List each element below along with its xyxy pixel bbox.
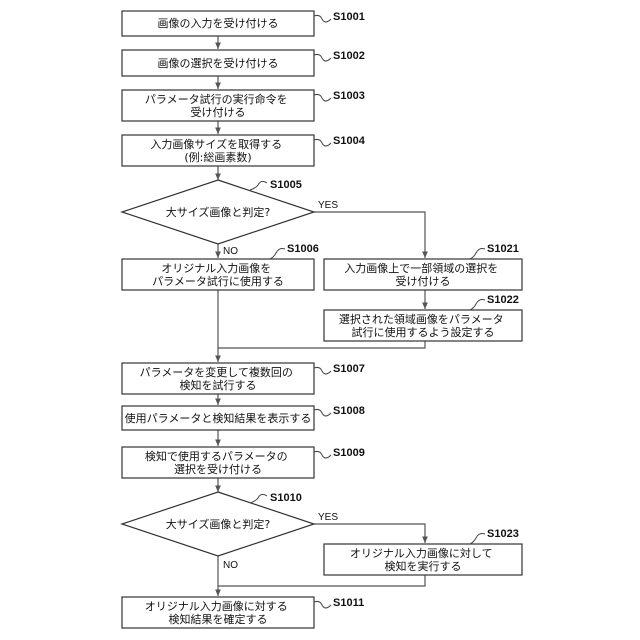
- node-text-s1022: 選択された領域画像をパラメータ 試行に使用するよう設定する: [339, 312, 507, 339]
- node-line: 画像の選択を受け付ける: [158, 56, 279, 70]
- node-line: 選択された領域画像をパラメータ: [339, 312, 504, 326]
- node-line: 大サイズ画像と判定?: [166, 205, 271, 219]
- branch-label-s1005-yes: YES: [318, 200, 338, 211]
- branch-label-s1010-yes: YES: [318, 512, 338, 523]
- node-line: 検知結果を確定する: [169, 612, 268, 626]
- leader-s1008: [314, 409, 331, 416]
- branch-label-s1010-no: NO: [223, 560, 238, 571]
- leader-s1004: [314, 139, 331, 146]
- leader-s1023: [470, 534, 485, 545]
- node-line: オリジナル入力画像に対して: [350, 546, 493, 560]
- node-line: 使用パラメータと検知結果を表示する: [125, 411, 312, 425]
- leader-s1007: [314, 367, 331, 374]
- node-line: パラメータ試行の実行命令を: [145, 92, 288, 106]
- node-line: 受け付ける: [396, 275, 451, 288]
- node-text-s1005: 大サイズ画像と判定?: [166, 205, 271, 219]
- node-line: 画像の入力を受け付ける: [158, 17, 279, 30]
- step-label-s1007: S1007: [333, 363, 365, 375]
- connector-s1005-yes: [314, 212, 425, 258]
- step-label-s1021: S1021: [487, 243, 519, 255]
- step-label-s1009: S1009: [333, 447, 365, 459]
- node-line: 入力画像サイズを取得する: [150, 137, 282, 151]
- node-text-s1006: オリジナル入力画像を パラメータ試行に使用する: [152, 262, 284, 288]
- node-text-s1008: 使用パラメータと検知結果を表示する: [125, 411, 312, 425]
- step-label-s1005: S1005: [270, 179, 302, 191]
- node-text-s1001: 画像の入力を受け付ける: [158, 17, 279, 30]
- node-line: オリジナル入力画像に対する: [145, 599, 288, 613]
- node-line: 検知を試行する: [180, 378, 257, 392]
- leader-s1005: [250, 181, 267, 190]
- node-line: 試行に使用するよう設定する: [352, 325, 495, 339]
- node-line: 検知を実行する: [385, 559, 462, 573]
- step-label-s1011: S1011: [333, 597, 364, 609]
- node-line: 大サイズ画像と判定?: [166, 517, 271, 531]
- step-label-s1008: S1008: [333, 405, 365, 417]
- node-line: オリジナル入力画像を: [161, 262, 271, 275]
- leader-s1003: [314, 94, 331, 101]
- leader-s1009: [314, 451, 331, 458]
- leader-s1011: [314, 601, 331, 608]
- node-line: (例:総画素数): [184, 150, 251, 164]
- step-label-s1002: S1002: [333, 50, 365, 62]
- leader-s1006: [270, 249, 285, 260]
- step-label-s1023: S1023: [487, 528, 519, 540]
- connector-s1010-yes: [314, 524, 425, 543]
- branch-label-s1005-no: NO: [223, 246, 238, 257]
- connector-s1022-merge: [218, 341, 425, 348]
- leader-s1001: [314, 15, 331, 22]
- step-label-s1001: S1001: [333, 11, 365, 23]
- leader-s1022: [470, 300, 485, 311]
- node-line: 選択を受け付ける: [174, 462, 262, 476]
- step-label-s1010: S1010: [270, 492, 302, 504]
- node-text-s1002: 画像の選択を受け付ける: [158, 56, 279, 70]
- node-line: パラメータを変更して複数回の: [140, 365, 293, 379]
- node-line: 受け付ける: [191, 106, 246, 119]
- leader-s1021: [470, 249, 485, 260]
- step-label-s1022: S1022: [487, 294, 519, 306]
- node-line: 入力画像上で一部領域の選択を: [344, 261, 498, 275]
- node-line: パラメータ試行に使用する: [152, 274, 284, 288]
- step-label-s1003: S1003: [333, 90, 365, 102]
- connector-s1023-merge: [218, 575, 425, 586]
- step-label-s1006: S1006: [287, 243, 319, 255]
- node-line: 検知で使用するパラメータの: [145, 449, 288, 463]
- step-label-s1004: S1004: [333, 135, 366, 147]
- leader-s1002: [314, 54, 331, 61]
- node-text-s1010: 大サイズ画像と判定?: [166, 517, 271, 531]
- leader-s1010: [250, 494, 267, 503]
